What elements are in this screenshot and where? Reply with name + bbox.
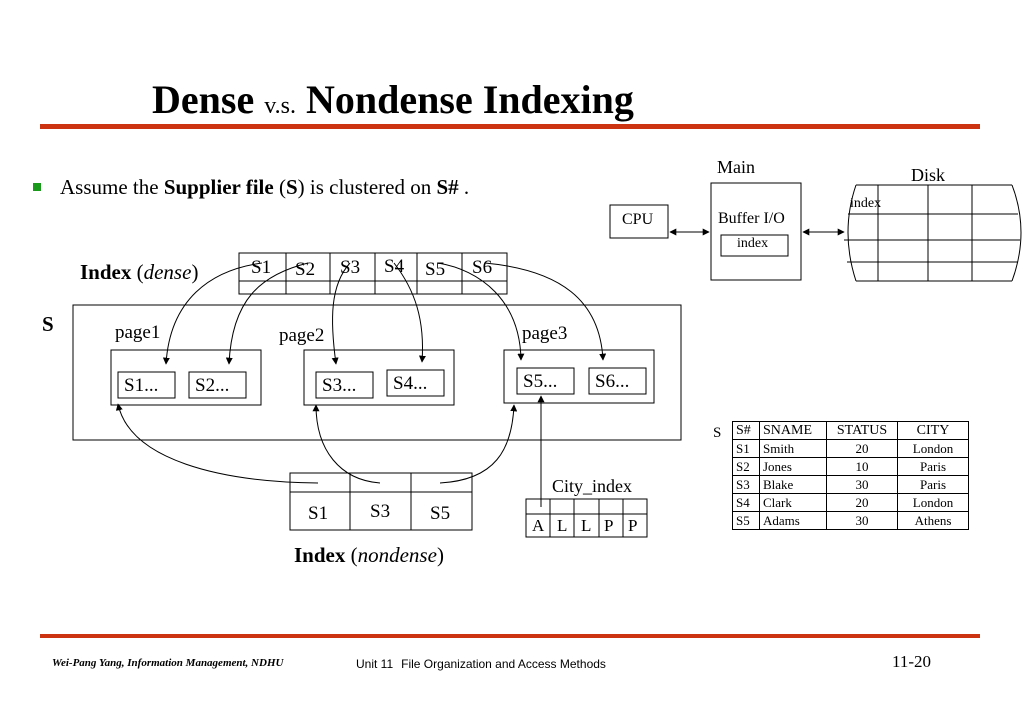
dense-index-box [238,252,508,295]
table-cell: Paris [897,457,969,476]
bullet-text: Assume the Supplier file (S) is clustere… [60,175,470,199]
buffer-index-label: index [737,236,769,251]
bullet-icon [33,183,41,191]
table-cell: S4 [732,493,760,512]
record-s5 [516,367,575,395]
dense-index-pointers [162,262,607,365]
table-cell: Adams [759,511,827,530]
page2-label: page2 [279,325,325,346]
record-label: S5... [523,371,558,392]
table-cell: 30 [826,511,898,530]
disk-cylinder [844,184,1022,282]
dense-cell: S2 [295,259,316,280]
dense-cell: S3 [340,257,361,278]
table-row: S2 Jones 10 Paris [732,457,969,476]
cpu-box [609,204,669,239]
file-s-container [72,304,682,441]
table-row: S5 Adams 30 Athens [732,511,969,530]
table-cell: London [897,439,969,458]
city-cell: L [581,516,592,535]
nondense-index-pointers [115,403,518,484]
dense-cell: S4 [384,256,405,277]
record-label: S2... [195,375,230,396]
column-header: CITY [897,421,969,440]
table-cell: 20 [826,439,898,458]
nondense-cell: S3 [370,501,391,522]
page3-label: page3 [522,323,568,344]
main-memory-box [710,182,802,281]
page-number: 11-20 [892,652,932,671]
table-cell: Paris [897,475,969,494]
table-cell: S3 [732,475,760,494]
record-s1 [117,371,176,399]
dense-cell: S5 [425,259,446,280]
table-cell: Athens [897,511,969,530]
buffer-label: Buffer I/O [718,210,785,227]
record-label: S3... [322,375,357,396]
column-header: S# [732,421,760,440]
dense-index-label: Index (dense) [80,260,199,284]
table-row: S1 Smith 20 London [732,439,969,458]
column-header: SNAME [759,421,827,440]
supplier-table-label: S [713,425,722,441]
city-cell: L [557,516,568,535]
city-cell: A [532,516,545,535]
record-s2 [188,371,247,399]
cpu-label: CPU [622,211,654,228]
record-label: S1... [124,375,159,396]
record-s3 [315,371,374,399]
page1-label: page1 [115,322,161,343]
table-cell: S5 [732,511,760,530]
table-cell: S2 [732,457,760,476]
buffer-index-box [720,234,789,257]
footer-author: Wei-Pang Yang, Information Management, N… [52,657,284,669]
record-s6 [588,367,647,395]
record-s4 [386,369,445,397]
disk-index-label: index [850,196,882,211]
city-index-box [525,498,648,538]
column-header: STATUS [826,421,898,440]
nondense-cell: S5 [430,503,451,524]
table-cell: Blake [759,475,827,494]
title-vs: v.s. [264,93,296,119]
table-cell: Smith [759,439,827,458]
slide-title: Dense v.s. Nondense Indexing [152,76,634,123]
record-label: S4... [393,373,428,394]
supplier-file-text: Supplier file [163,175,274,199]
city-cell: P [604,516,614,535]
table-cell: S1 [732,439,760,458]
title-underline [40,124,980,129]
table-header-row: S# SNAME STATUS CITY [732,421,969,440]
table-cell: Clark [759,493,827,512]
table-cell: 20 [826,493,898,512]
table-cell: Jones [759,457,827,476]
nondense-index-label: Index (nondense) [294,543,444,567]
nondense-index-box [289,472,473,531]
table-cell: 30 [826,475,898,494]
dense-cell: S1 [251,257,272,278]
supplier-table: S# SNAME STATUS CITY S1 Smith 20 London … [732,421,969,530]
title-dense: Dense [152,77,255,122]
table-row: S3 Blake 30 Paris [732,475,969,494]
disk-label: Disk [911,165,946,185]
table-cell: 10 [826,457,898,476]
file-s-label: S [42,312,54,336]
record-label: S6... [595,371,630,392]
dense-cell: S6 [472,257,493,278]
footer-rule [40,634,980,638]
table-cell: London [897,493,969,512]
table-row: S4 Clark 20 London [732,493,969,512]
title-nondense: Nondense Indexing [306,77,634,122]
city-index-label: City_index [552,476,632,496]
main-label: Main [717,157,755,177]
city-cell: P [628,516,638,535]
nondense-cell: S1 [308,503,329,524]
key-text: S# [436,175,459,199]
